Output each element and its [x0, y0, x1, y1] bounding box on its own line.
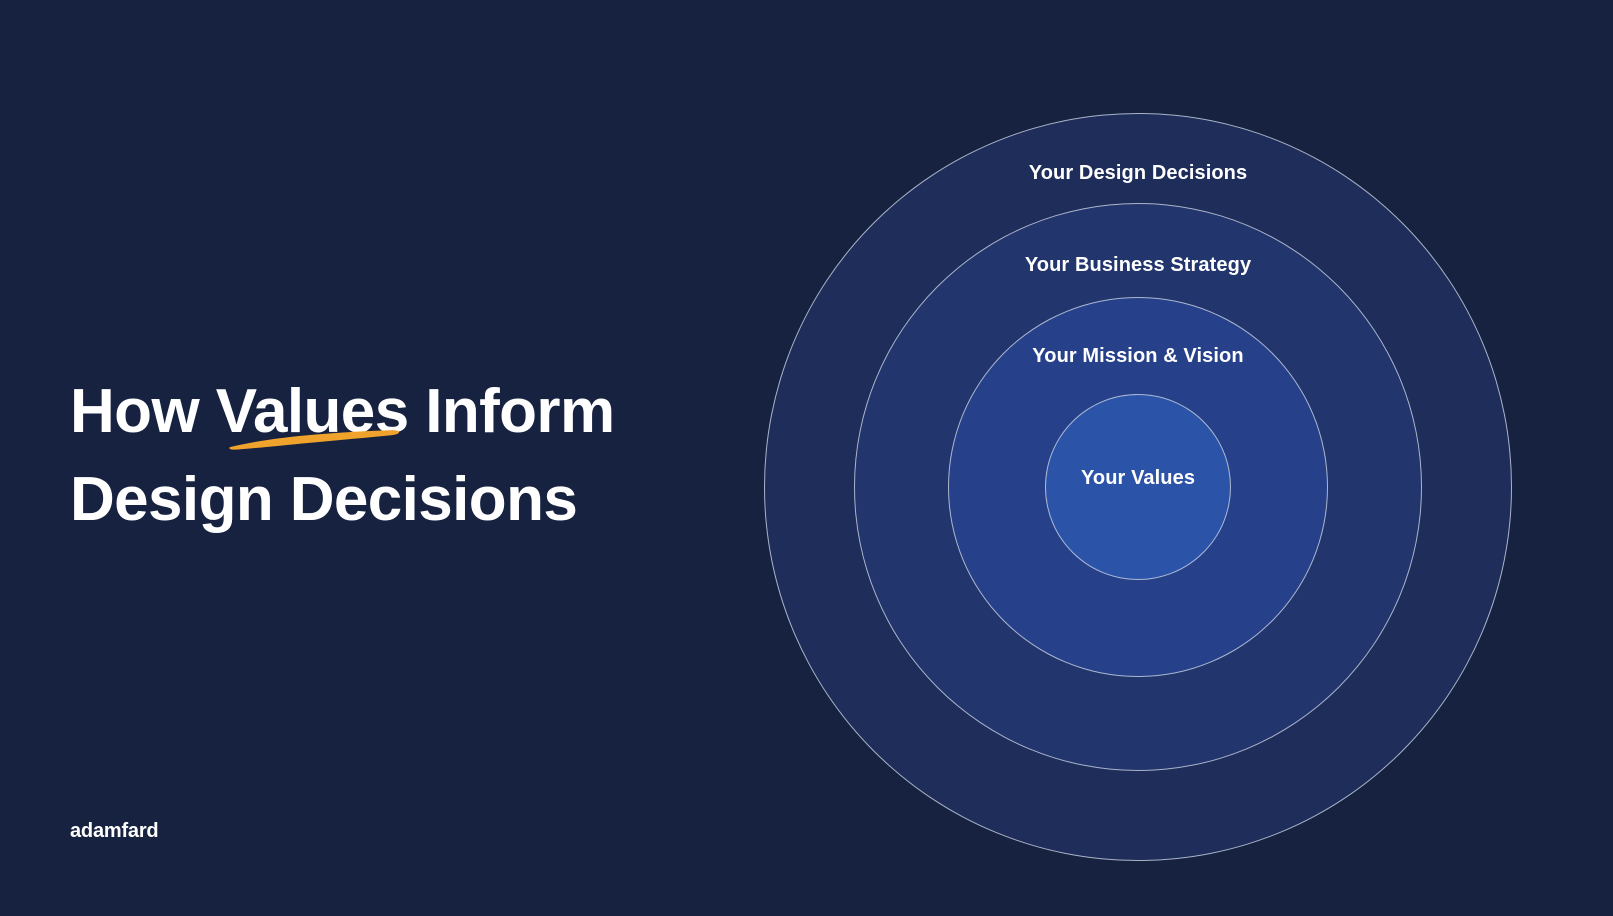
left-panel: How Values Inform Design Decisions adamf… — [70, 0, 730, 916]
ring-label-business-strategy: Your Business Strategy — [1024, 254, 1252, 276]
ring-label-your-values: Your Values — [1080, 467, 1196, 489]
page-title: How Values Inform Design Decisions — [70, 368, 710, 544]
adamfard-logo: adamfard — [70, 820, 159, 842]
title-line-2-text: Design Decisions — [70, 465, 578, 534]
ring-label-mission-vision: Your Mission & Vision — [1032, 345, 1244, 367]
ring-label-design-decisions: Your Design Decisions — [1028, 162, 1248, 184]
ring-mission-vision: Your Mission & Vision — [948, 297, 1328, 677]
title-line-2: Design Decisions — [70, 456, 710, 544]
ring-your-values: Your Values — [1045, 394, 1231, 580]
